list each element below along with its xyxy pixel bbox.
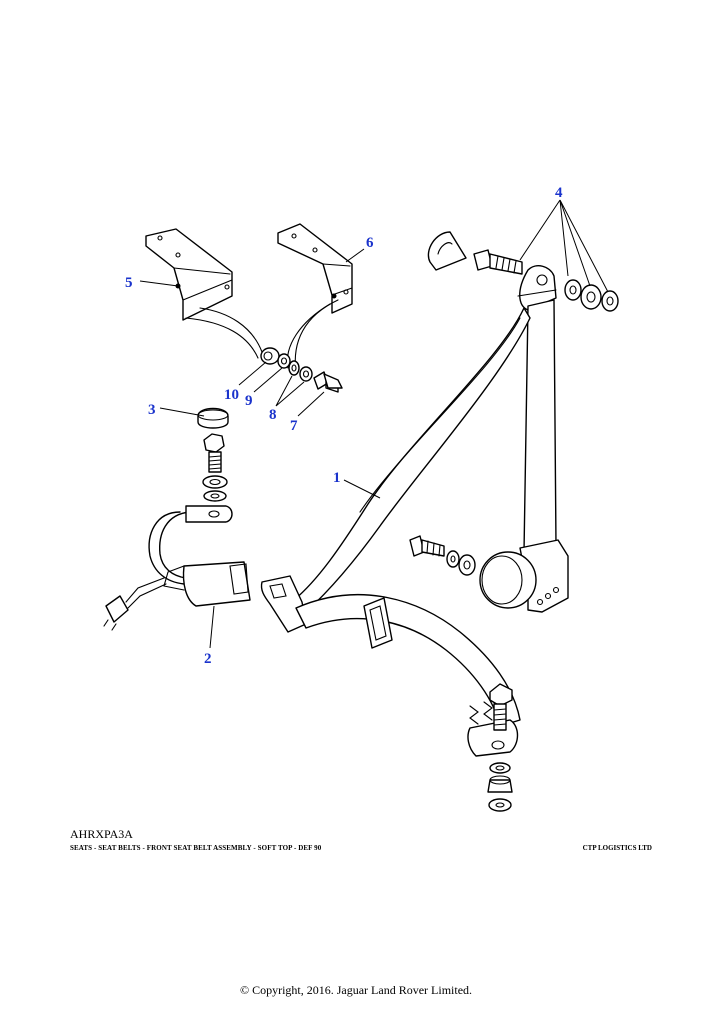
illustration-reference-code: AHRXPA3A	[70, 827, 133, 841]
callout-9: 9	[245, 393, 253, 409]
callout-2: 2	[204, 651, 212, 667]
part-6-right-bracket	[277, 223, 353, 373]
supplier-name: CTP LOGISTICS LTD	[582, 844, 652, 852]
callout-4: 4	[555, 185, 563, 201]
callout-7: 7	[290, 418, 298, 434]
part-4-upper-anchor	[427, 231, 619, 312]
copyright-notice: © Copyright, 2016. Jaguar Land Rover Lim…	[239, 983, 473, 997]
callout-1: 1	[333, 470, 341, 486]
part-3-cap	[197, 407, 229, 429]
part-8-washers	[288, 360, 313, 382]
callout-8: 8	[269, 407, 277, 423]
part-2-buckle	[103, 505, 251, 631]
callout-labels: 1 2 3 4 5 6 7 8 9 10	[125, 185, 563, 667]
callout-5: 5	[125, 275, 133, 291]
part-10-spacer	[260, 347, 280, 365]
part-7-bolt	[313, 371, 343, 393]
part-5-left-bracket	[145, 228, 263, 359]
illustration-caption: SEATS - SEAT BELTS - FRONT SEAT BELT ASS…	[70, 844, 322, 852]
callout-6: 6	[366, 235, 374, 251]
part-1-belt-assembly	[260, 265, 569, 812]
callout-3: 3	[148, 402, 156, 418]
part-9-washer	[277, 353, 291, 369]
leader-lines	[139, 199, 609, 649]
buckle-nut-and-washers	[202, 475, 228, 502]
buckle-fixing-bolt	[203, 433, 225, 473]
callout-10: 10	[224, 387, 239, 403]
